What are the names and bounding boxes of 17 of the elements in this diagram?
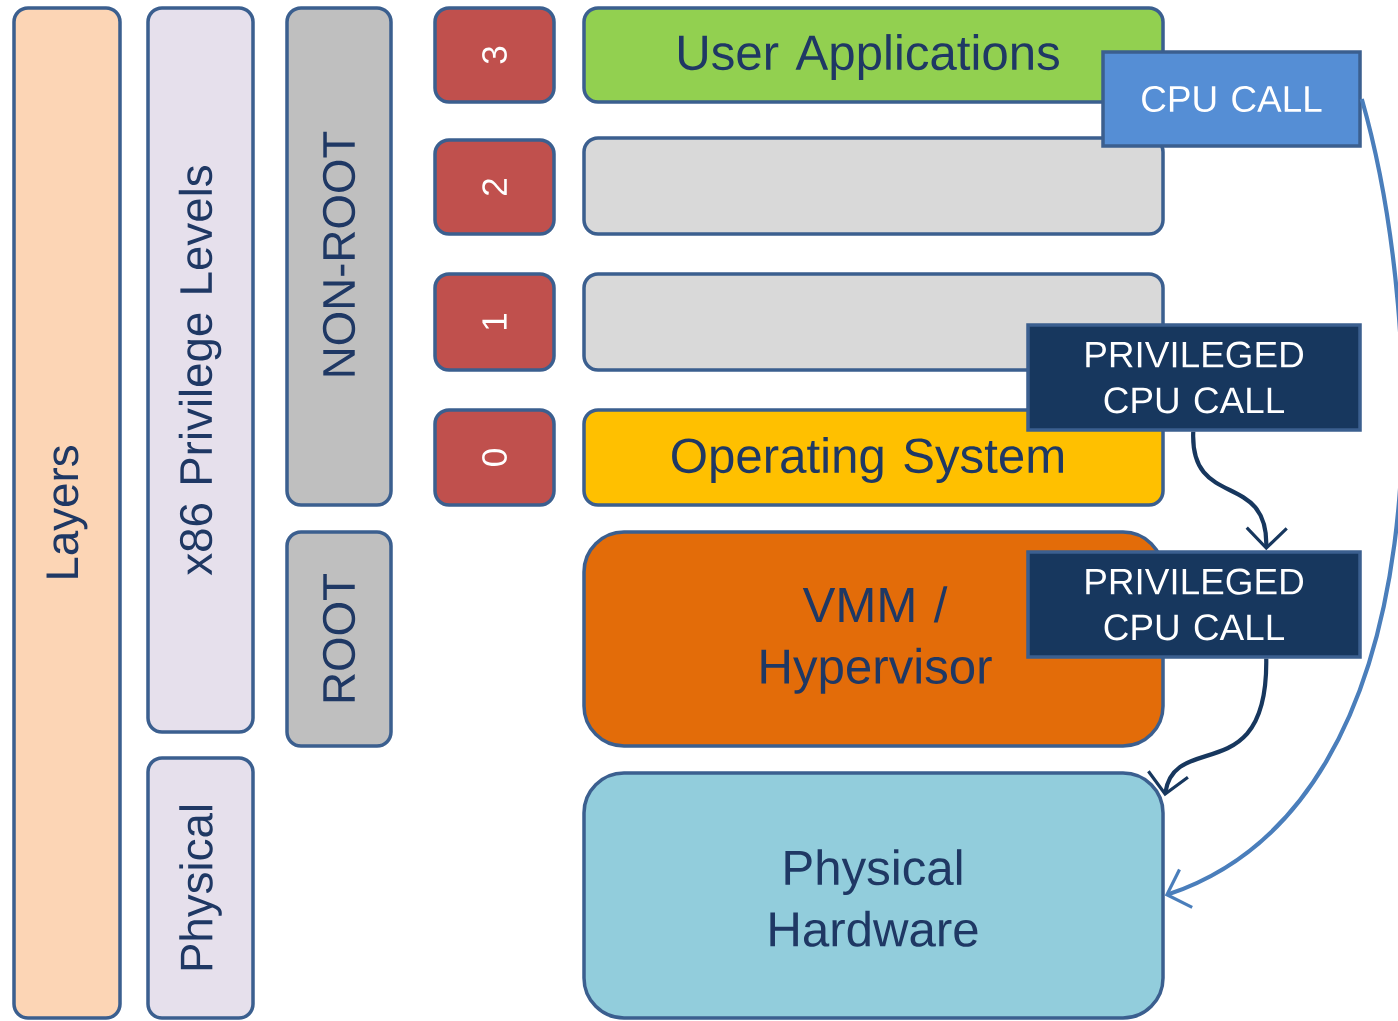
layer-box <box>582 136 1165 236</box>
ring-number-box: 0 <box>433 408 556 507</box>
arrow <box>1164 98 1398 909</box>
arrow <box>1147 658 1269 797</box>
layer-band: Physical <box>146 756 255 1020</box>
layer-band: Layers <box>12 6 122 1020</box>
layer-box: Physical Hardware <box>582 771 1165 1020</box>
ring-number-box: 2 <box>433 138 556 236</box>
layer-band: x86 Privilege Levels <box>146 6 255 734</box>
call-box: CPU CALL <box>1101 50 1362 148</box>
ring-number-box: 1 <box>433 272 556 372</box>
call-box: PRIVILEGED CPU CALL <box>1026 550 1362 659</box>
mode-band: NON-ROOT <box>285 6 393 507</box>
call-box: PRIVILEGED CPU CALL <box>1026 323 1362 432</box>
arrow <box>1191 431 1288 551</box>
ring-number-box: 3 <box>433 6 556 104</box>
mode-band: ROOT <box>285 530 393 748</box>
